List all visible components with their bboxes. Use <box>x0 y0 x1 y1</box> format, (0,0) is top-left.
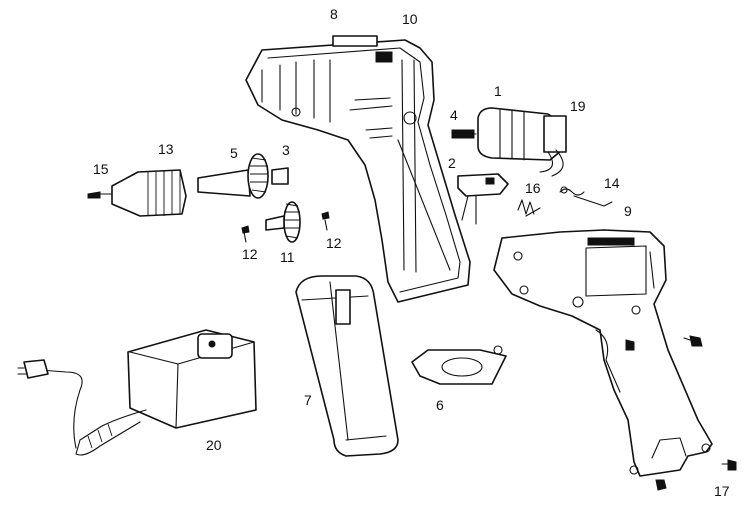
callout-3: 3 <box>282 142 290 158</box>
callout-12-left: 12 <box>242 246 258 262</box>
housing-screws <box>625 335 737 491</box>
callout-6: 6 <box>436 397 444 413</box>
callout-13: 13 <box>158 141 174 157</box>
battery-pack <box>295 275 399 457</box>
callout-16: 16 <box>525 180 541 196</box>
callout-8: 8 <box>330 6 338 22</box>
right-housing-half <box>493 229 713 477</box>
left-housing-half <box>245 35 471 303</box>
callout-11: 11 <box>280 249 295 265</box>
callout-14: 14 <box>604 175 620 191</box>
spindle-gear <box>197 153 289 199</box>
motor-assembly <box>451 107 567 177</box>
callout-12-right: 12 <box>326 235 342 251</box>
callout-1: 1 <box>494 83 502 99</box>
callout-9: 9 <box>624 203 632 219</box>
callout-15: 15 <box>93 161 109 177</box>
callout-10: 10 <box>402 11 418 27</box>
small-screws <box>241 211 330 243</box>
spring-and-pin <box>559 186 613 207</box>
callout-20: 20 <box>206 437 222 453</box>
callout-17: 17 <box>714 483 730 499</box>
pinion-gear <box>265 201 301 243</box>
trigger-switch <box>457 173 509 225</box>
gasket-plate <box>411 345 507 385</box>
callout-5: 5 <box>230 145 238 161</box>
callout-2: 2 <box>448 155 456 171</box>
callout-7: 7 <box>304 392 312 408</box>
battery-charger <box>17 329 257 456</box>
brush-clips <box>517 199 541 217</box>
callout-4: 4 <box>450 107 458 123</box>
callout-19: 19 <box>570 98 586 114</box>
drill-chuck <box>87 169 187 217</box>
